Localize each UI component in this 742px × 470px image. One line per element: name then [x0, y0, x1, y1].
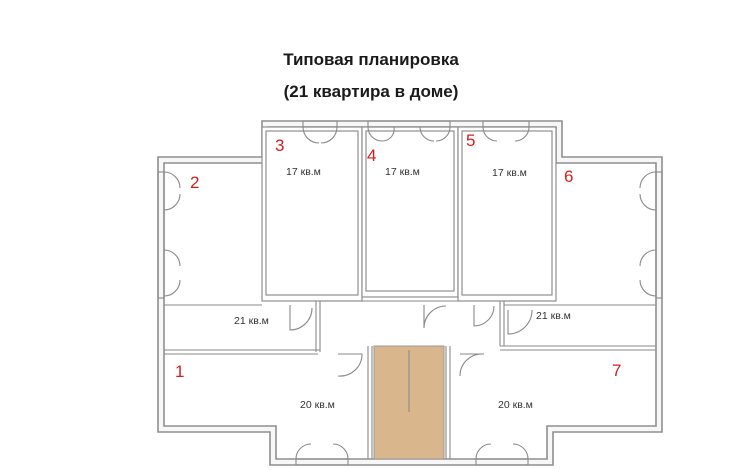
- room-4-inner: [365, 130, 455, 292]
- apartment-7-area: 20 кв.м: [498, 399, 533, 411]
- apartment-2-area: 21 кв.м: [234, 315, 269, 327]
- apartment-4-area: 17 кв.м: [385, 166, 420, 178]
- apartment-6-number: 6: [564, 167, 573, 186]
- apartment-3-area: 17 кв.м: [286, 166, 321, 178]
- apartment-1-area: 20 кв.м: [300, 399, 335, 411]
- apartment-5-area: 17 кв.м: [492, 167, 527, 179]
- window-room-3: [302, 120, 338, 144]
- apartment-5-number: 5: [466, 131, 475, 150]
- door-room-4: [423, 305, 447, 329]
- window-room-1: [295, 443, 349, 466]
- window-room-6: [639, 171, 663, 299]
- door-room-6: [507, 309, 533, 335]
- plan-subtitle: (21 квартира в доме): [283, 82, 459, 101]
- apartment-7-number: 7: [612, 361, 621, 380]
- window-room-2: [157, 171, 181, 299]
- apartment-3-number: 3: [275, 136, 284, 155]
- window-room-5: [482, 120, 530, 142]
- room-3-inner: [265, 130, 359, 296]
- plan-title: Типовая планировка: [283, 50, 459, 69]
- door-room-1: [337, 353, 363, 377]
- apartment-2-number: 2: [190, 173, 199, 192]
- door-room-2: [289, 305, 313, 331]
- room-5-inner: [461, 130, 553, 296]
- apartment-1-number: 1: [175, 362, 184, 381]
- window-room-7: [475, 443, 529, 466]
- door-corridor-right: [473, 305, 495, 327]
- window-room-4: [367, 120, 451, 142]
- door-room-7: [459, 353, 485, 377]
- apartment-6-area: 21 кв.м: [536, 310, 571, 322]
- apartment-4-number: 4: [367, 146, 376, 165]
